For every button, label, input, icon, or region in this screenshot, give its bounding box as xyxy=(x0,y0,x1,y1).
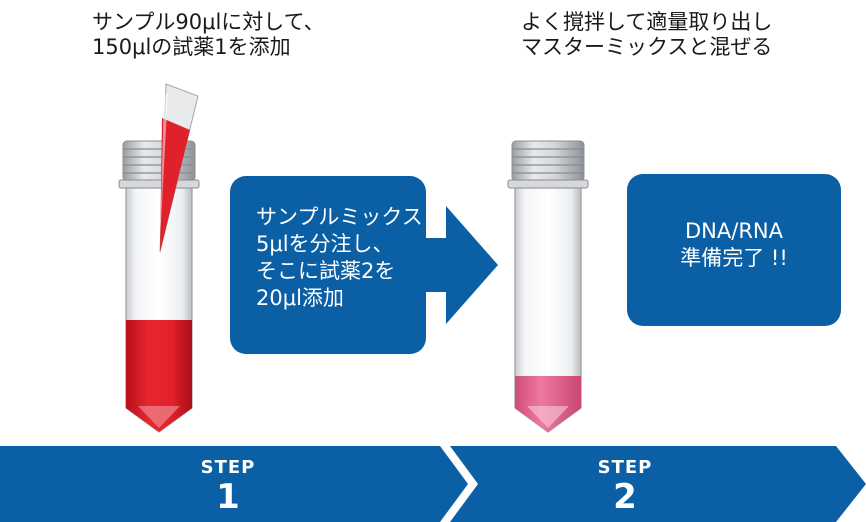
step2-caption-line1: よく撹拌して適量取り出し xyxy=(521,10,773,34)
pipette-tip-icon xyxy=(159,83,199,253)
step2-result-box: DNA/RNA 準備完了 !! xyxy=(627,174,841,326)
step1-label: STEP 1 xyxy=(168,457,288,517)
step1-number: 1 xyxy=(216,477,240,517)
step2-label: STEP 2 xyxy=(565,457,685,517)
step2-caption-line2: マスターミックスと混ぜる xyxy=(521,35,773,59)
step-banner-2 xyxy=(450,446,866,522)
step1-box-line: 20μl添加 xyxy=(256,286,344,310)
step1-caption-line1: サンプル90μlに対して、 xyxy=(92,10,325,34)
arrow-right-icon xyxy=(426,206,498,324)
step1-caption-line2: 150μlの試薬1を添加 xyxy=(92,35,291,59)
step2-label-text: STEP xyxy=(597,457,653,478)
step2-caption: よく撹拌して適量取り出し マスターミックスと混ぜる xyxy=(521,10,772,60)
step1-instruction-box: サンプルミックス 5μlを分注し、 そこに試薬2を 20μl添加 xyxy=(230,176,426,354)
step1-box-line: そこに試薬2を xyxy=(256,259,396,283)
sample-tube-icon xyxy=(118,140,200,433)
step-banner-1 xyxy=(0,446,468,522)
step2-number: 2 xyxy=(613,477,637,517)
step1-caption: サンプル90μlに対して、 150μlの試薬1を添加 xyxy=(92,10,325,60)
mix-tube-icon xyxy=(507,140,589,433)
step1-box-line: 5μlを分注し、 xyxy=(256,232,394,256)
step2-box-line: DNA/RNA xyxy=(685,219,783,243)
step1-label-text: STEP xyxy=(200,457,256,478)
step2-box-line: 準備完了 !! xyxy=(680,246,788,270)
step1-box-line: サンプルミックス xyxy=(256,205,423,229)
